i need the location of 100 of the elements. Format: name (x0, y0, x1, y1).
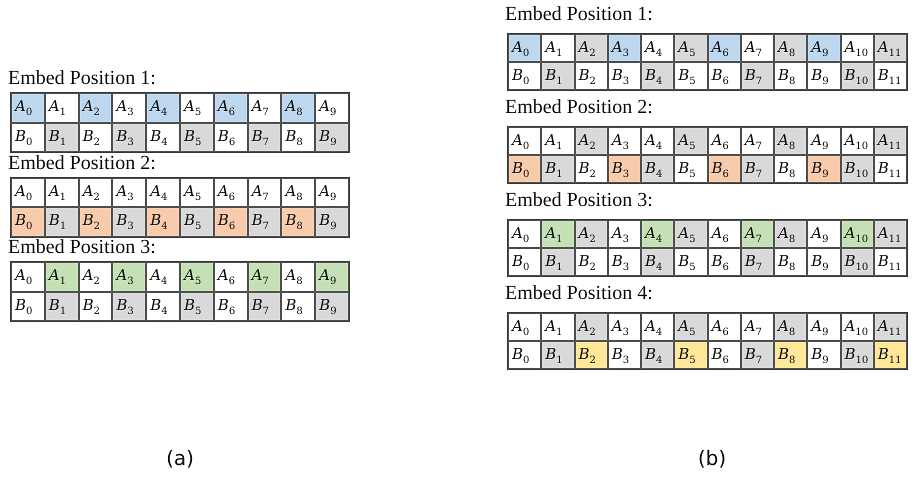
token-cell: A$_{5}$ (180, 262, 214, 292)
token-cell: A$_{6}$ (214, 178, 248, 207)
token-cell: A$_{2}$ (78, 178, 112, 207)
token-cell: B$_{9}$ (315, 207, 349, 236)
token-cell: B$_{9}$ (807, 62, 840, 90)
token-cell: A$_{7}$ (248, 93, 282, 122)
token-cell: A$_{6}$ (214, 93, 248, 122)
token-cell: B$_{2}$ (78, 122, 112, 152)
token-cell: A$_{10}$ (840, 220, 874, 248)
token-cell: B$_{5}$ (180, 207, 214, 236)
token-cell: A$_{9}$ (807, 220, 840, 248)
token-cell: B$_{4}$ (146, 292, 180, 321)
token-cell: B$_{4}$ (641, 62, 674, 90)
token-cell: B$_{10}$ (840, 248, 874, 276)
token-cell: B$_{6}$ (214, 207, 248, 236)
token-cell: A$_{0}$ (508, 220, 542, 248)
token-cell: A$_{5}$ (674, 34, 708, 62)
token-cell: A$_{0}$ (11, 178, 45, 207)
token-cell: A$_{6}$ (708, 313, 741, 341)
token-cell: A$_{9}$ (807, 34, 840, 62)
token-cell: B$_{8}$ (774, 248, 808, 276)
table-title: Embed Position 1: (8, 68, 156, 88)
token-cell: A$_{9}$ (315, 262, 349, 292)
token-cell: B$_{2}$ (574, 155, 608, 183)
token-cell: B$_{2}$ (574, 341, 608, 369)
token-cell: B$_{9}$ (807, 341, 840, 369)
token-cell: B$_{3}$ (608, 62, 641, 90)
token-cell: B$_{4}$ (641, 155, 674, 183)
token-cell: A$_{6}$ (708, 34, 741, 62)
token-cell: B$_{1}$ (541, 155, 574, 183)
token-cell: A$_{8}$ (774, 220, 808, 248)
token-cell: A$_{10}$ (840, 34, 874, 62)
token-cell: A$_{11}$ (874, 127, 907, 155)
panel-caption: (a) (166, 446, 194, 470)
token-cell: B$_{0}$ (11, 292, 45, 321)
token-cell: A$_{6}$ (708, 220, 741, 248)
token-cell: A$_{3}$ (608, 313, 641, 341)
token-cell: B$_{7}$ (740, 62, 774, 90)
token-cell: A$_{1}$ (44, 178, 79, 207)
token-cell: B$_{2}$ (574, 62, 608, 90)
token-cell: B$_{0}$ (508, 155, 542, 183)
token-cell: B$_{4}$ (146, 207, 180, 236)
token-cell: B$_{4}$ (146, 122, 180, 152)
token-cell: A$_{8}$ (774, 34, 808, 62)
token-cell: A$_{3}$ (608, 34, 641, 62)
token-cell: A$_{11}$ (874, 220, 907, 248)
token-cell: B$_{7}$ (248, 122, 282, 152)
token-cell: B$_{1}$ (541, 62, 574, 90)
token-cell: A$_{7}$ (740, 127, 774, 155)
token-cell: A$_{2}$ (574, 34, 608, 62)
token-cell: A$_{2}$ (78, 262, 112, 292)
table-title: Embed Position 4: (505, 283, 653, 303)
token-cell: A$_{1}$ (44, 93, 79, 122)
token-cell: A$_{5}$ (180, 93, 214, 122)
token-cell: B$_{4}$ (641, 341, 674, 369)
token-cell: B$_{1}$ (44, 207, 79, 236)
token-cell: B$_{9}$ (315, 122, 349, 152)
token-cell: B$_{3}$ (112, 122, 146, 152)
token-cell: A$_{1}$ (541, 127, 574, 155)
token-cell: A$_{11}$ (874, 34, 907, 62)
token-cell: A$_{3}$ (112, 178, 146, 207)
token-cell: B$_{0}$ (508, 341, 542, 369)
token-cell: A$_{6}$ (708, 127, 741, 155)
token-cell: B$_{8}$ (281, 207, 316, 236)
token-cell: B$_{0}$ (508, 62, 542, 90)
token-cell: A$_{8}$ (281, 178, 316, 207)
token-cell: A$_{1}$ (541, 220, 574, 248)
token-cell: B$_{7}$ (740, 341, 774, 369)
token-cell: A$_{7}$ (740, 313, 774, 341)
token-cell: A$_{7}$ (740, 34, 774, 62)
token-cell: B$_{3}$ (608, 155, 641, 183)
token-cell: B$_{6}$ (708, 248, 741, 276)
token-cell: A$_{9}$ (315, 178, 349, 207)
token-cell: A$_{7}$ (248, 178, 282, 207)
token-cell: A$_{3}$ (608, 220, 641, 248)
token-cell: B$_{11}$ (874, 62, 907, 90)
token-cell: A$_{4}$ (146, 178, 180, 207)
token-cell: B$_{4}$ (641, 248, 674, 276)
token-cell: A$_{4}$ (146, 262, 180, 292)
token-cell: B$_{1}$ (44, 122, 79, 152)
token-cell: B$_{2}$ (574, 248, 608, 276)
token-cell: A$_{4}$ (641, 127, 674, 155)
token-cell: B$_{1}$ (541, 248, 574, 276)
token-cell: B$_{7}$ (740, 248, 774, 276)
token-cell: A$_{8}$ (281, 262, 316, 292)
token-cell: B$_{3}$ (608, 248, 641, 276)
token-cell: A$_{10}$ (840, 127, 874, 155)
table-title: Embed Position 3: (8, 237, 156, 257)
token-cell: A$_{8}$ (281, 93, 316, 122)
token-cell: B$_{8}$ (774, 62, 808, 90)
table-title: Embed Position 2: (505, 97, 653, 117)
token-cell: A$_{8}$ (774, 313, 808, 341)
token-cell: B$_{2}$ (78, 207, 112, 236)
token-cell: B$_{11}$ (874, 341, 907, 369)
token-cell: B$_{5}$ (674, 155, 708, 183)
token-cell: A$_{1}$ (541, 34, 574, 62)
token-cell: A$_{5}$ (674, 220, 708, 248)
token-cell: A$_{4}$ (641, 313, 674, 341)
panel-caption: (b) (698, 446, 726, 470)
token-cell: A$_{1}$ (541, 313, 574, 341)
